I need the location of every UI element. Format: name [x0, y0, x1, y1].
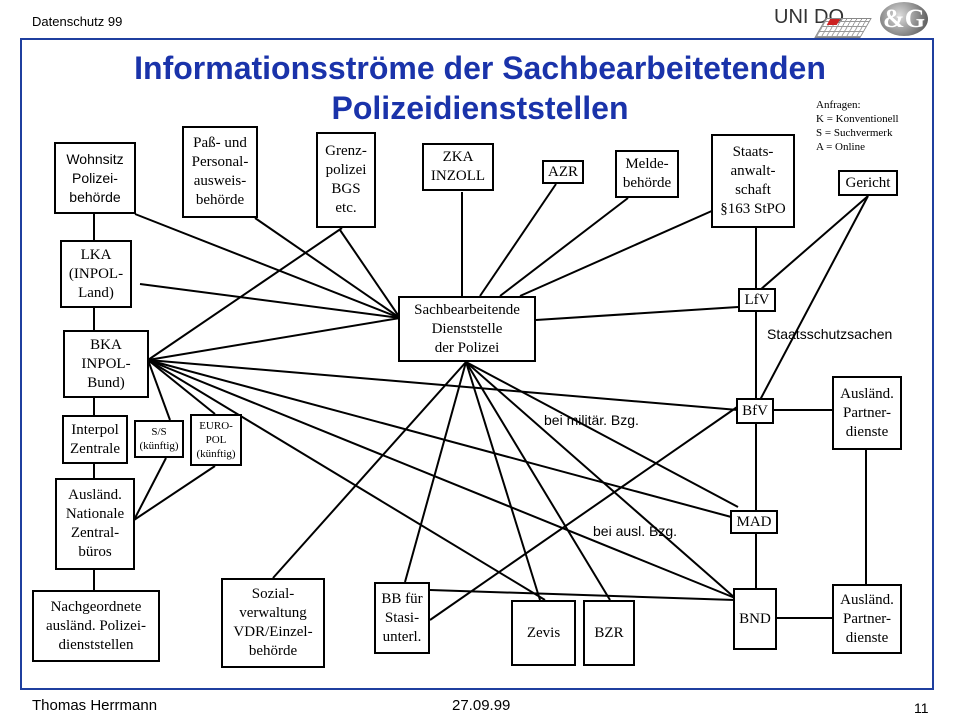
uni-do-logo: UNI DO	[770, 4, 872, 38]
ausl-bzg-label: bei ausl. Bzg.	[593, 523, 678, 539]
slide-frame	[20, 38, 934, 690]
azr-node: AZR	[542, 160, 584, 184]
slide-title: Informationsströme der Sachbearbeitetend…	[134, 50, 826, 126]
course-header: Datenschutz 99	[32, 14, 123, 29]
footer-author: Thomas Herrmann	[32, 697, 158, 714]
bka-node: BKA INPOL- Bund)	[63, 330, 149, 398]
militaer-label: bei militär. Bzg.	[544, 412, 639, 428]
pass-personalausweisbehoerde-node: Paß- und Personal- ausweis- behörde	[182, 126, 258, 218]
ss-node: S/S (künftig)	[134, 420, 184, 458]
meldebehoerde-node: Melde- behörde	[615, 150, 679, 198]
europol-node: EURO- POL (künftig)	[190, 414, 242, 466]
legend: Anfragen: K = Konventionell S = Suchverm…	[816, 99, 899, 153]
lka-node: LKA (INPOL- Land)	[60, 240, 132, 308]
gericht-node: Gericht	[838, 170, 898, 196]
page-number: 11	[914, 700, 929, 716]
staatsschutzsachen-label: Staatsschutzsachen	[767, 326, 893, 342]
mad-node: MAD	[730, 510, 778, 534]
footer-date: 27.09.99	[452, 697, 511, 714]
sachbearbeitende-dienststelle-node: Sachbearbeitende Dienststelle der Polize…	[398, 296, 536, 362]
bb-stasi-node: BB für Stasi- unterl.	[374, 582, 430, 654]
bfv-node: BfV	[736, 398, 774, 424]
nachgeordnete-polizeidienststellen-node: Nachgeordnete ausländ. Polizei- dienstst…	[32, 590, 160, 662]
institute-logo: &G	[880, 2, 928, 36]
sozialverwaltung-node: Sozial- verwaltung VDR/Einzel- behörde	[221, 578, 325, 668]
staatsanwaltschaft-node: Staats- anwalt- schaft §163 StPO	[711, 134, 795, 228]
auslaend-nationale-zentralbueros-node: Ausländ. Nationale Zentral- büros	[55, 478, 135, 570]
interpol-zentrale-node: Interpol Zentrale	[62, 415, 128, 464]
wohnsitz-polizeibehoerde-node: Wohnsitz Polizei- behörde	[54, 142, 136, 214]
auslaend-partnerdienste-upper-node: Ausländ. Partner- dienste	[832, 376, 902, 450]
lfv-node: LfV	[738, 288, 776, 312]
zevis-node: Zevis	[511, 600, 576, 666]
bnd-node: BND	[733, 588, 777, 650]
auslaend-partnerdienste-lower-node: Ausländ. Partner- dienste	[832, 584, 902, 654]
grenzpolizei-bgs-node: Grenz- polizei BGS etc.	[316, 132, 376, 228]
zka-inzoll-node: ZKA INZOLL	[422, 143, 494, 191]
bzr-node: BZR	[583, 600, 635, 666]
